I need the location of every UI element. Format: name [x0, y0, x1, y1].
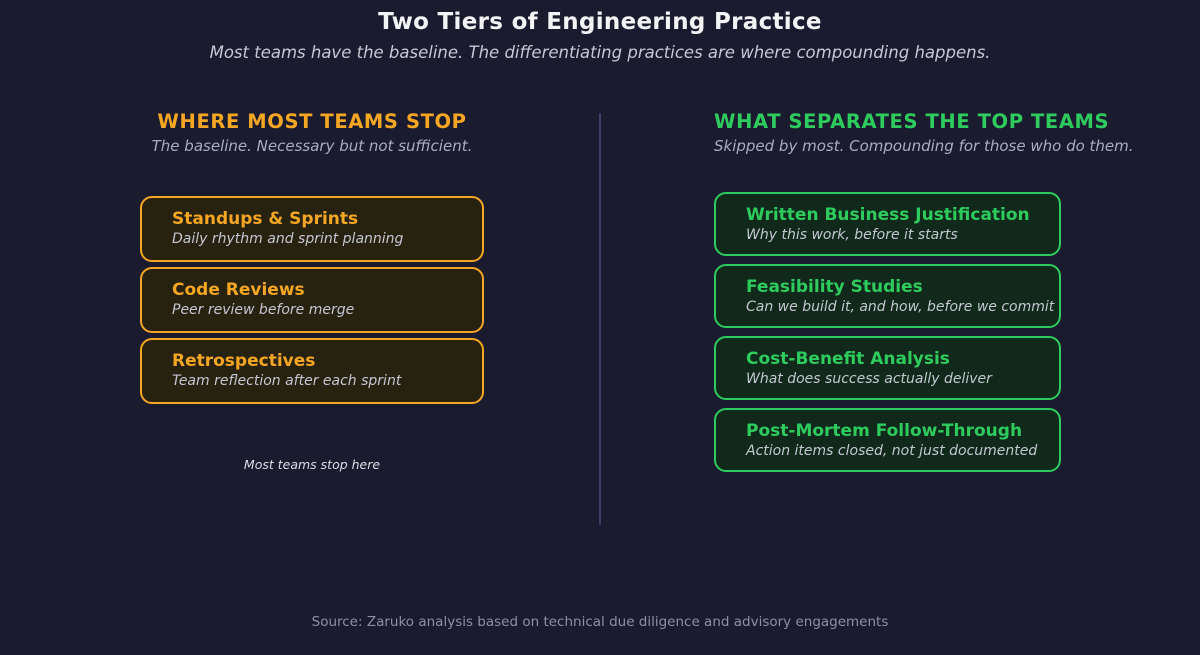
card-title: Cost-Benefit Analysis: [746, 349, 950, 369]
card-title: Retrospectives: [172, 351, 316, 371]
source-note: Source: Zaruko analysis based on technic…: [311, 614, 889, 630]
right-card-list: Written Business Justification Why this …: [714, 192, 1061, 480]
left-column-note: Most teams stop here: [243, 457, 381, 472]
practice-card-post-mortem-follow-through: Post-Mortem Follow-Through Action items …: [714, 408, 1061, 472]
left-column-heading: WHERE MOST TEAMS STOP: [157, 110, 467, 133]
card-title: Standups & Sprints: [172, 209, 359, 229]
practice-card-feasibility-studies: Feasibility Studies Can we build it, and…: [714, 264, 1061, 328]
practice-card-written-business-justification: Written Business Justification Why this …: [714, 192, 1061, 256]
right-column-subheading: Skipped by most. Compounding for those w…: [714, 137, 1134, 155]
card-description: Team reflection after each sprint: [172, 373, 402, 390]
card-description: Peer review before merge: [172, 302, 355, 319]
card-description: Daily rhythm and sprint planning: [172, 231, 404, 248]
page-title: Two Tiers of Engineering Practice: [378, 9, 822, 35]
left-column-subheading: The baseline. Necessary but not sufficie…: [151, 137, 473, 155]
card-description: Can we build it, and how, before we comm…: [746, 299, 1055, 316]
card-title: Code Reviews: [172, 280, 305, 300]
card-description: What does success actually deliver: [746, 371, 992, 388]
page-subtitle: Most teams have the baseline. The differ…: [209, 43, 991, 62]
card-title: Post-Mortem Follow-Through: [746, 421, 1023, 441]
column-divider: [599, 113, 601, 525]
practice-card-standups-sprints: Standups & Sprints Daily rhythm and spri…: [140, 196, 484, 262]
card-title: Written Business Justification: [746, 205, 1030, 225]
left-card-list: Standups & Sprints Daily rhythm and spri…: [140, 196, 484, 409]
practice-card-code-reviews: Code Reviews Peer review before merge: [140, 267, 484, 333]
card-description: Action items closed, not just documented: [746, 443, 1038, 460]
practice-card-retrospectives: Retrospectives Team reflection after eac…: [140, 338, 484, 404]
card-description: Why this work, before it starts: [746, 227, 958, 244]
practice-card-cost-benefit-analysis: Cost-Benefit Analysis What does success …: [714, 336, 1061, 400]
right-column-heading: WHAT SEPARATES THE TOP TEAMS: [714, 110, 1110, 133]
card-title: Feasibility Studies: [746, 277, 923, 297]
